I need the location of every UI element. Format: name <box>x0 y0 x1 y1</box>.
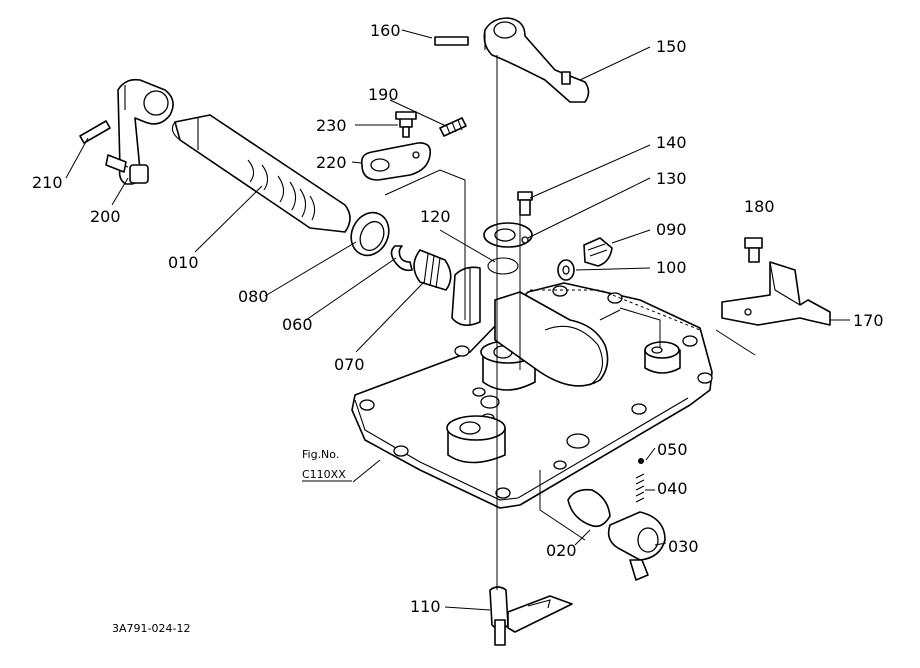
label-040: 040 <box>657 479 688 498</box>
label-210: 210 <box>32 173 63 192</box>
label-160: 160 <box>370 21 401 40</box>
label-200: 200 <box>90 207 121 226</box>
label-100: 100 <box>656 258 687 277</box>
fig-number: C110XX <box>302 468 346 481</box>
label-120: 120 <box>420 207 451 226</box>
figure-reference: Fig.No. C110XX 3A791-024-12 <box>112 448 352 635</box>
bracket-group <box>715 237 831 356</box>
drawing-code: 3A791-024-12 <box>112 622 190 635</box>
seal-bearing-group <box>350 211 452 291</box>
label-170: 170 <box>853 311 884 330</box>
label-130: 130 <box>656 169 687 188</box>
oring-bushing-group <box>483 191 533 275</box>
cover-plate <box>351 266 713 509</box>
part-labels: 160 150 190 230 220 140 130 120 090 100 … <box>32 21 884 616</box>
plug-washer-group <box>557 237 613 281</box>
leader-lines <box>65 29 850 611</box>
label-110: 110 <box>410 597 441 616</box>
label-220: 220 <box>316 153 347 172</box>
label-060: 060 <box>282 315 313 334</box>
label-020: 020 <box>546 541 577 560</box>
lower-lever-group <box>489 586 573 646</box>
label-190: 190 <box>368 85 399 104</box>
label-030: 030 <box>668 537 699 556</box>
construction-lines <box>496 55 621 590</box>
label-080: 080 <box>238 287 269 306</box>
label-140: 140 <box>656 133 687 152</box>
upper-arm-assembly <box>434 17 590 103</box>
label-010: 010 <box>168 253 199 272</box>
label-090: 090 <box>656 220 687 239</box>
label-150: 150 <box>656 37 687 56</box>
fig-label: Fig.No. <box>302 448 339 461</box>
label-230: 230 <box>316 116 347 135</box>
link-plate-group <box>360 111 467 320</box>
label-180: 180 <box>744 197 775 216</box>
label-070: 070 <box>334 355 365 374</box>
label-050: 050 <box>657 440 688 459</box>
detent-group <box>567 458 666 581</box>
